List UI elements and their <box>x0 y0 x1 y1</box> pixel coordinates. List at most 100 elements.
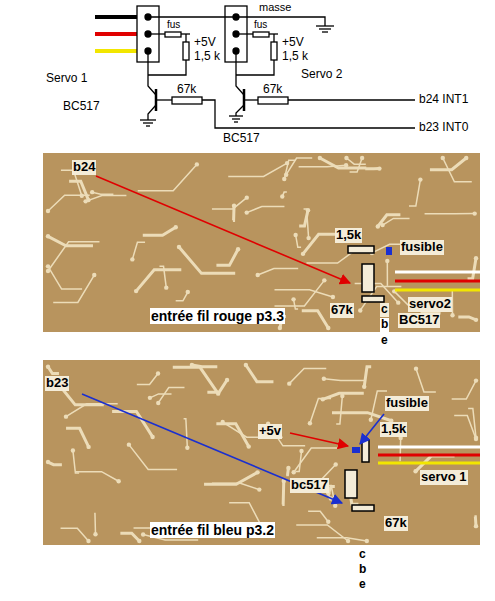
pcb-pad <box>326 520 330 524</box>
pcb-trace <box>364 367 371 387</box>
schematic <box>95 6 415 128</box>
pcb-trace <box>425 213 475 215</box>
pcb-pad <box>245 195 249 199</box>
pcb-pad <box>185 446 189 450</box>
label-text: b23 INT0 <box>418 121 469 135</box>
pcb-trace <box>137 373 158 384</box>
pcb-pad <box>293 233 297 237</box>
label-text: 67k <box>176 83 197 97</box>
white-wire <box>395 271 480 274</box>
pcb-pad <box>358 308 362 312</box>
label-text: +5V <box>193 36 217 50</box>
pcb-trace <box>184 419 188 448</box>
pcb-pad <box>86 539 90 543</box>
pcb-trace <box>132 242 145 259</box>
pcb-trace <box>216 249 238 265</box>
pcb-trace <box>92 192 113 194</box>
label-text: b <box>358 563 367 577</box>
ground-symbol <box>229 116 243 122</box>
pcb-trace <box>296 525 348 541</box>
label-text: masse <box>258 1 292 14</box>
pcb-trace <box>302 465 336 479</box>
pcb-trace <box>48 195 90 211</box>
emitter-lead <box>148 105 156 120</box>
pcb-trace <box>284 160 295 179</box>
pcb-pad <box>174 225 178 229</box>
pcb-pad <box>245 210 249 214</box>
leader-arrow <box>96 176 350 283</box>
resistor-outline <box>348 246 374 253</box>
pcb-trace <box>179 247 235 273</box>
pcb-trace <box>173 367 218 393</box>
label-text: entrée fil bleu p3.2 <box>150 522 275 538</box>
transistor-outline <box>362 264 374 292</box>
ground-symbol <box>316 26 334 32</box>
pcb-pad <box>306 208 310 212</box>
pcb-pad <box>326 326 330 330</box>
label-text: c <box>380 303 389 317</box>
leader-arrow <box>82 394 342 503</box>
pcb-board-1 <box>43 153 480 332</box>
pcb-pad <box>418 177 422 181</box>
int0-wire <box>202 100 415 128</box>
leader-arrow <box>290 433 348 446</box>
fuse-symbol <box>165 32 181 37</box>
red-wire <box>378 454 480 457</box>
pcb-pad <box>164 285 168 289</box>
yellow-wire <box>95 49 137 53</box>
label-text: b24 <box>72 160 96 175</box>
pcb-pad <box>190 363 194 367</box>
label-text: 67k <box>262 83 283 97</box>
pcb-trace <box>94 513 95 534</box>
emitter-lead <box>236 105 244 116</box>
pcb-pad <box>186 290 190 294</box>
label-text: fusible <box>385 396 429 411</box>
pcb-pad <box>177 245 181 249</box>
label-text: entrée fil rouge p3.3 <box>150 308 285 324</box>
fuse-part <box>386 247 392 255</box>
label-text: e <box>380 334 389 348</box>
pcb-pad <box>344 156 348 160</box>
label-text: b23 <box>45 376 69 391</box>
pcb-pad <box>362 385 366 389</box>
label-text: servo2 <box>408 297 452 312</box>
pcb-trace <box>468 258 476 279</box>
pcb-trace <box>129 445 177 470</box>
pcb-pad <box>116 479 120 483</box>
pcb-pad <box>474 524 478 528</box>
pcb-pad <box>464 156 468 160</box>
resistor-symbol <box>183 42 189 60</box>
pcb-pad <box>472 211 476 215</box>
pcb-pad <box>255 470 259 474</box>
pcb-pad <box>318 156 322 160</box>
pcb-pad <box>369 418 373 422</box>
wire <box>236 60 274 75</box>
pcb-pad <box>286 466 290 470</box>
pcb-trace <box>383 218 410 225</box>
red-wire <box>95 32 137 36</box>
pcb-pad <box>46 365 50 369</box>
pcb-pad <box>474 318 478 322</box>
pcb-trace <box>48 266 82 289</box>
pcb-trace <box>416 369 436 392</box>
pcb-trace <box>150 394 172 398</box>
pcb-trace <box>136 270 181 291</box>
pcb-pad <box>474 437 478 441</box>
pcb-pad <box>232 203 236 207</box>
pcb-pad <box>474 378 478 382</box>
wire <box>236 33 253 34</box>
label-text: c <box>358 548 367 562</box>
pcb-pad <box>322 377 326 381</box>
pcb-pad <box>287 381 291 385</box>
pcb-pad <box>282 177 286 181</box>
wire <box>148 33 165 34</box>
label-text: b24 INT1 <box>418 93 469 107</box>
pcb-pad <box>137 539 141 543</box>
pcb-pad <box>396 300 400 304</box>
pcb-trace <box>61 528 89 541</box>
label-text: 1,5 k <box>281 50 309 64</box>
fuse-symbol <box>253 32 269 37</box>
wire <box>273 34 274 42</box>
int1-wire <box>288 99 415 100</box>
pcb-pad <box>360 156 364 160</box>
